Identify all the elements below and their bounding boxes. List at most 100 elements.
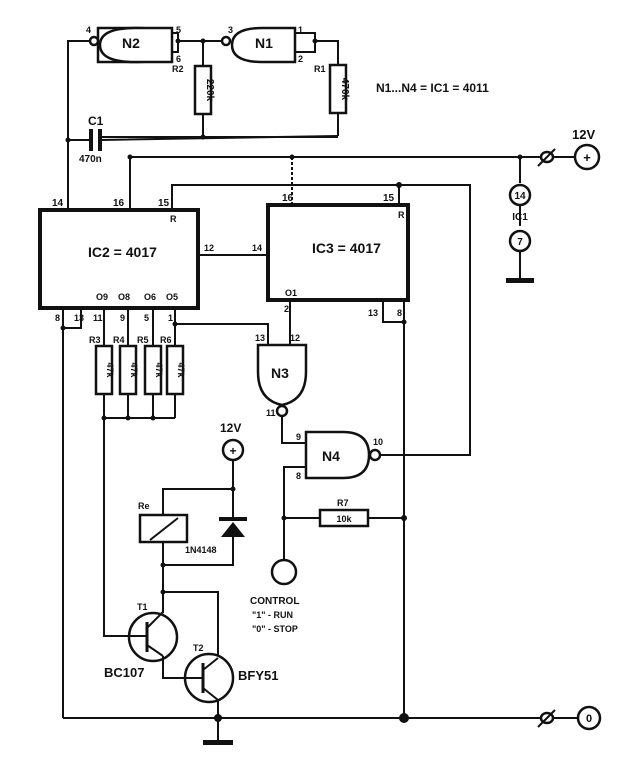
t1-type: BC107 xyxy=(104,665,144,680)
svg-text:16: 16 xyxy=(113,198,125,209)
ground-icon xyxy=(506,278,534,283)
c1-value: 470n xyxy=(79,154,102,165)
capacitor-c1: C1 470n xyxy=(68,114,339,165)
svg-text:11: 11 xyxy=(93,313,103,323)
n1-label: N1 xyxy=(255,35,273,51)
n2-label: N2 xyxy=(122,35,140,51)
n4-label: N4 xyxy=(322,448,340,464)
control-terminal[interactable] xyxy=(270,558,298,586)
svg-text:5: 5 xyxy=(144,313,149,323)
svg-text:8: 8 xyxy=(296,471,301,481)
r2-value: 220k xyxy=(204,79,215,102)
relay-supply: 12V + xyxy=(220,421,245,462)
svg-text:47k: 47k xyxy=(129,362,139,378)
ground-icon xyxy=(203,740,233,745)
gate-n1: N1 1 2 3 xyxy=(220,25,303,64)
resistor-r3: 47k R3 xyxy=(89,335,115,396)
r1-value: 470k xyxy=(339,78,350,101)
svg-text:11: 11 xyxy=(266,408,276,418)
svg-text:12: 12 xyxy=(290,333,300,343)
gate-n2: N2 5 6 4 xyxy=(86,25,181,64)
n3-label: N3 xyxy=(271,365,289,381)
svg-text:O9: O9 xyxy=(96,292,108,302)
n2-pin-a: 5 xyxy=(176,25,181,35)
ic1-vss-pin: 7 xyxy=(517,237,523,248)
t2-name: T2 xyxy=(193,643,204,653)
svg-text:14: 14 xyxy=(52,198,64,209)
gate-n3: N3 13 12 11 xyxy=(255,333,308,418)
svg-text:47k: 47k xyxy=(176,362,186,378)
svg-text:13: 13 xyxy=(74,313,84,323)
svg-text:O8: O8 xyxy=(118,292,130,302)
svg-text:8: 8 xyxy=(397,308,402,318)
svg-text:R5: R5 xyxy=(137,335,149,345)
svg-text:R3: R3 xyxy=(89,335,101,345)
t2-type: BFY51 xyxy=(238,668,278,683)
n2-pin-b: 6 xyxy=(176,54,181,64)
svg-text:14: 14 xyxy=(252,243,262,253)
control-label: CONTROL xyxy=(250,596,299,607)
supply-voltage-label: 12V xyxy=(572,127,595,142)
svg-text:+: + xyxy=(583,150,591,165)
control-input[interactable]: CONTROL "1" - RUN "0" - STOP xyxy=(250,558,299,634)
n3-inverter-bubble xyxy=(275,404,289,418)
svg-text:12V: 12V xyxy=(220,421,241,435)
n1-pin-a: 1 xyxy=(298,25,303,35)
n1-inverter-bubble xyxy=(220,35,232,47)
t1-name: T1 xyxy=(137,602,148,612)
plus-terminal-icon xyxy=(573,143,601,171)
svg-text:12: 12 xyxy=(204,243,214,253)
resistor-r2: 220k R2 xyxy=(172,41,215,136)
supply-terminal-positive: + 12V xyxy=(537,127,601,171)
ic3-output-label: O1 xyxy=(285,288,297,298)
svg-text:47k: 47k xyxy=(105,362,115,378)
zero-terminal-icon xyxy=(576,705,602,731)
svg-text:1: 1 xyxy=(168,313,173,323)
svg-text:2: 2 xyxy=(284,304,289,314)
svg-text:13: 13 xyxy=(368,308,378,318)
gate-package-note: N1...N4 = IC1 = 4011 xyxy=(376,81,489,95)
svg-text:10k: 10k xyxy=(336,514,352,524)
r1-name: R1 xyxy=(314,64,326,74)
svg-text:8: 8 xyxy=(55,313,60,323)
svg-text:15: 15 xyxy=(158,198,170,209)
svg-text:R7: R7 xyxy=(337,498,349,508)
resistor-r1: 470k R1 xyxy=(314,63,350,136)
svg-text:9: 9 xyxy=(296,432,301,442)
svg-text:O5: O5 xyxy=(166,292,178,302)
n2-pin-out: 4 xyxy=(86,25,91,35)
r2-name: R2 xyxy=(172,64,184,74)
svg-text:R4: R4 xyxy=(113,335,125,345)
ic3-4017: IC3 = 4017 16 15 R 14 O1 2 13 8 xyxy=(252,193,410,318)
svg-text:16: 16 xyxy=(282,193,294,204)
ic3-reset-label: R xyxy=(398,210,405,220)
transistor-t2: T2 BFY51 xyxy=(183,643,278,704)
diode-1n4148: 1N4148 xyxy=(185,489,247,555)
resistor-r7: 10k R7 xyxy=(284,498,404,528)
svg-text:+: + xyxy=(229,444,236,458)
control-stop-label: "0" - STOP xyxy=(252,624,298,634)
relay-re: Re xyxy=(138,501,189,544)
ic1-vdd-pin: 14 xyxy=(514,191,526,202)
supply-terminal-ground: 0 xyxy=(537,705,602,731)
svg-text:9: 9 xyxy=(120,313,125,323)
svg-text:47k: 47k xyxy=(154,362,164,378)
n1-pin-out: 3 xyxy=(228,25,233,35)
n1-pin-b: 2 xyxy=(298,54,303,64)
gate-n4: N4 9 8 10 xyxy=(296,430,383,481)
svg-text:R6: R6 xyxy=(160,335,172,345)
n2-inverter-bubble xyxy=(88,35,100,47)
relay-label: Re xyxy=(138,501,150,511)
ic1-label: IC1 xyxy=(512,212,528,223)
diode-label: 1N4148 xyxy=(185,545,217,555)
svg-text:13: 13 xyxy=(255,333,265,343)
ic1-power-pins: 14 IC1 7 xyxy=(506,157,534,283)
ic2-label: IC2 = 4017 xyxy=(88,244,157,260)
ic3-label: IC3 = 4017 xyxy=(312,240,381,256)
ic2-reset-label: R xyxy=(170,214,177,224)
transistor-t1: T1 BC107 xyxy=(104,600,179,680)
ic2-4017: IC2 = 4017 14 16 15 R 12 O9 O8 O6 O5 8 1… xyxy=(38,198,214,323)
control-run-label: "1" - RUN xyxy=(252,610,293,620)
svg-text:10: 10 xyxy=(373,437,383,447)
